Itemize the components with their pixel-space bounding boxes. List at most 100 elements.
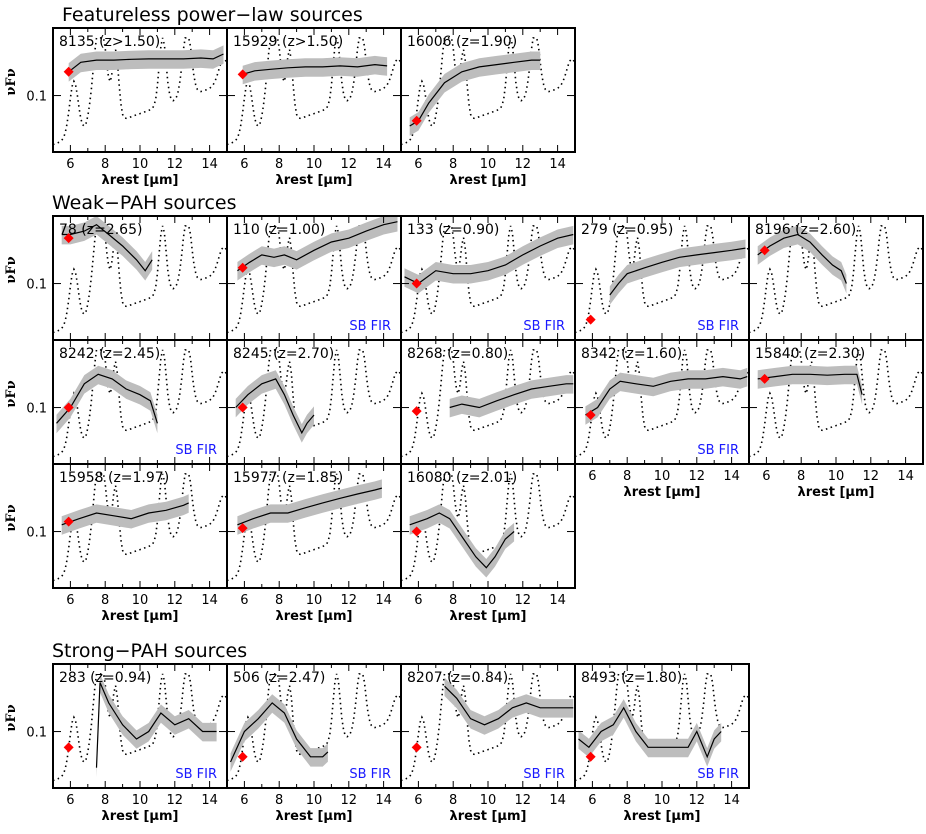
section-title-strong-pah: Strong−PAH sources xyxy=(52,640,247,662)
spectrum-line xyxy=(585,375,748,416)
x-tick-label: 10 xyxy=(306,593,323,608)
x-axis-label: λrest [μm] xyxy=(624,485,701,500)
sb-fir-label: SB FIR xyxy=(523,319,565,334)
uncertainty-band xyxy=(757,225,847,294)
uncertainty-band xyxy=(61,494,189,535)
x-tick-label: 12 xyxy=(341,793,358,808)
photometry-marker xyxy=(63,233,74,244)
x-tick-label: 12 xyxy=(863,469,880,484)
template-curve xyxy=(749,225,923,334)
x-tick-label: 12 xyxy=(515,157,532,172)
x-tick-label: 8 xyxy=(275,793,283,808)
sb-fir-label: SB FIR xyxy=(697,767,739,782)
template-curve xyxy=(53,225,227,334)
uncertainty-band xyxy=(242,55,388,85)
panel-label: 16006 (z=1.90) xyxy=(407,34,517,50)
x-tick-label: 8 xyxy=(449,157,457,172)
spectrum-line xyxy=(61,223,153,272)
x-axis-label: λrest [μm] xyxy=(102,173,179,188)
y-axis-label: νFν xyxy=(4,704,19,731)
photometry-marker xyxy=(585,409,596,420)
section-title-weak-pah: Weak−PAH sources xyxy=(52,192,237,214)
x-tick-label: 6 xyxy=(66,593,74,608)
panel-label: 283 (z=0.94) xyxy=(59,670,151,686)
photometry-marker xyxy=(63,66,74,77)
spectrum-line xyxy=(404,233,574,285)
panel-label: 8242 (z=2.45) xyxy=(59,346,160,362)
panel-label: 8268 (z=0.80) xyxy=(407,346,508,362)
x-tick-label: 12 xyxy=(167,593,184,608)
x-axis-label: λrest [μm] xyxy=(798,485,875,500)
x-tick-label: 10 xyxy=(132,593,149,608)
panel-label: 8135 (z>1.50) xyxy=(59,34,160,50)
spectrum-line xyxy=(61,502,189,526)
panel-group: 8135 (z>1.50) 6 8 10 12 14 λrest [μm] 0.1 νFν 159… xyxy=(4,27,924,824)
x-tick-label: 14 xyxy=(375,793,392,808)
x-axis-label: λrest [μm] xyxy=(102,809,179,824)
x-tick-label: 10 xyxy=(480,157,497,172)
x-tick-label: 14 xyxy=(201,593,218,608)
template-curve xyxy=(227,37,401,146)
spectrum-line xyxy=(56,373,158,424)
sb-fir-label: SB FIR xyxy=(175,443,217,458)
x-tick-label: 14 xyxy=(549,157,566,172)
uncertainty-band xyxy=(409,504,515,578)
x-tick-label: 8 xyxy=(101,793,109,808)
x-tick-label: 14 xyxy=(723,469,740,484)
panel-label: 15929 (z>1.50) xyxy=(233,34,343,50)
panel-label: 279 (z=0.95) xyxy=(581,222,673,238)
uncertainty-band xyxy=(578,699,722,767)
photometry-marker xyxy=(411,278,422,289)
panel-label: 8342 (z=1.60) xyxy=(581,346,682,362)
sb-fir-label: SB FIR xyxy=(349,767,391,782)
template-curve xyxy=(53,473,227,582)
x-axis-label: λrest [μm] xyxy=(102,609,179,624)
panel-label: 15958 (z=1.97) xyxy=(59,470,169,486)
x-tick-label: 12 xyxy=(167,793,184,808)
spectrum-line xyxy=(609,247,746,296)
template-curve xyxy=(53,349,227,458)
x-tick-label: 8 xyxy=(449,793,457,808)
x-tick-label: 12 xyxy=(689,469,706,484)
spectrum-line xyxy=(235,378,315,435)
template-curve xyxy=(227,225,401,334)
spectrum-line xyxy=(578,706,722,759)
y-tick-label: 0.1 xyxy=(26,90,47,105)
photometry-marker xyxy=(411,115,422,126)
x-axis-label: λrest [μm] xyxy=(276,609,353,624)
uncertainty-band xyxy=(757,365,863,405)
template-curve xyxy=(401,37,575,146)
x-tick-label: 6 xyxy=(240,157,248,172)
x-tick-label: 10 xyxy=(480,593,497,608)
x-tick-label: 14 xyxy=(375,593,392,608)
x-tick-label: 6 xyxy=(588,469,596,484)
x-tick-label: 6 xyxy=(588,793,596,808)
x-tick-label: 6 xyxy=(66,793,74,808)
x-tick-label: 14 xyxy=(549,593,566,608)
spectrum-line xyxy=(68,53,224,73)
x-tick-label: 10 xyxy=(132,157,149,172)
template-curve xyxy=(227,473,401,582)
panel-label: 78 (z=2.65) xyxy=(59,222,142,238)
y-tick-label: 0.1 xyxy=(26,402,47,417)
photometry-marker xyxy=(237,69,248,80)
spectrum-panel: 279 (z=0.95)SB FIR xyxy=(574,215,750,341)
x-axis-label: λrest [μm] xyxy=(450,809,527,824)
uncertainty-band xyxy=(404,225,574,294)
spectrum-line xyxy=(229,702,329,763)
x-tick-label: 14 xyxy=(549,793,566,808)
x-tick-label: 12 xyxy=(341,157,358,172)
panel-label: 8196 (z=2.60) xyxy=(755,222,856,238)
photometry-marker xyxy=(237,751,248,762)
uncertainty-band xyxy=(96,673,217,778)
x-tick-label: 6 xyxy=(414,157,422,172)
panel-label: 8493 (z=1.80) xyxy=(581,670,682,686)
template-curve xyxy=(53,673,227,782)
x-tick-label: 12 xyxy=(515,593,532,608)
spectrum-line xyxy=(237,221,398,272)
